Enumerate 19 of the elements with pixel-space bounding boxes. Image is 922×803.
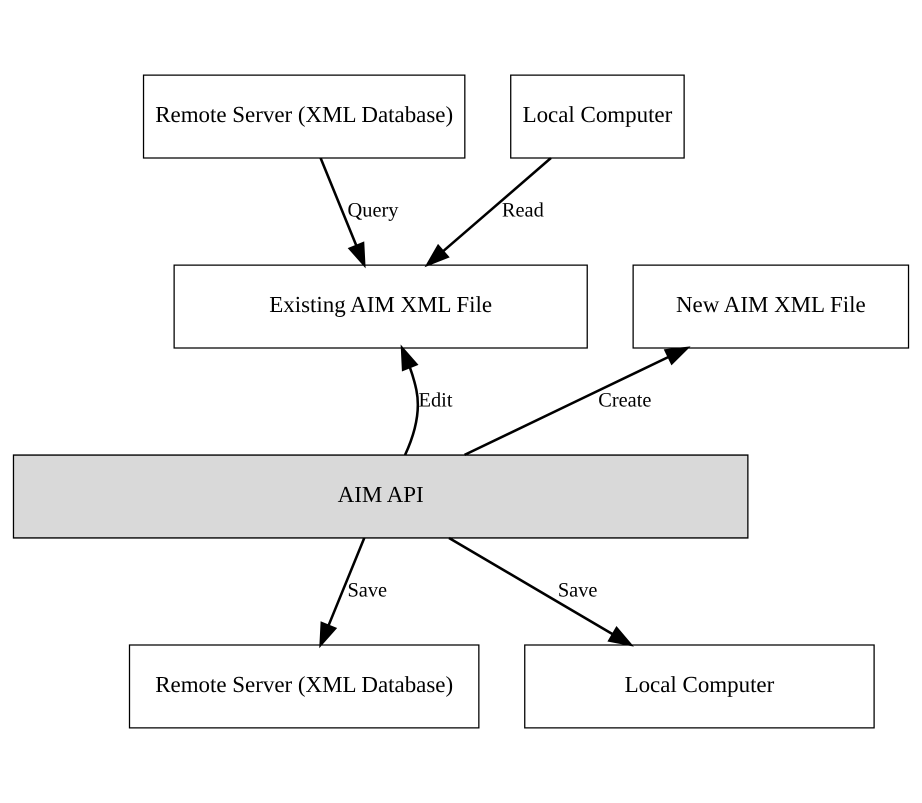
edge-label: Save [558, 579, 598, 602]
node-box: AIM API [12, 454, 749, 539]
node-box: Existing AIM XML File [173, 264, 588, 349]
arrow [424, 157, 552, 268]
arrow [319, 158, 366, 268]
node-box: New AIM XML File [632, 264, 910, 349]
node-box: Local Computer [524, 644, 875, 729]
arrow [464, 346, 691, 456]
arrow [448, 536, 634, 647]
node-box: Remote Server (XML Database) [128, 644, 480, 729]
edge-label: Edit [418, 389, 452, 412]
node-box: Remote Server (XML Database) [142, 74, 466, 159]
edge-label: Query [348, 199, 399, 222]
arrow [400, 344, 420, 456]
edge-label: Read [502, 199, 544, 222]
node-box: Local Computer [510, 74, 685, 159]
arrow [319, 538, 366, 648]
edge-label: Save [347, 579, 388, 602]
edge-label: Create [598, 389, 652, 412]
